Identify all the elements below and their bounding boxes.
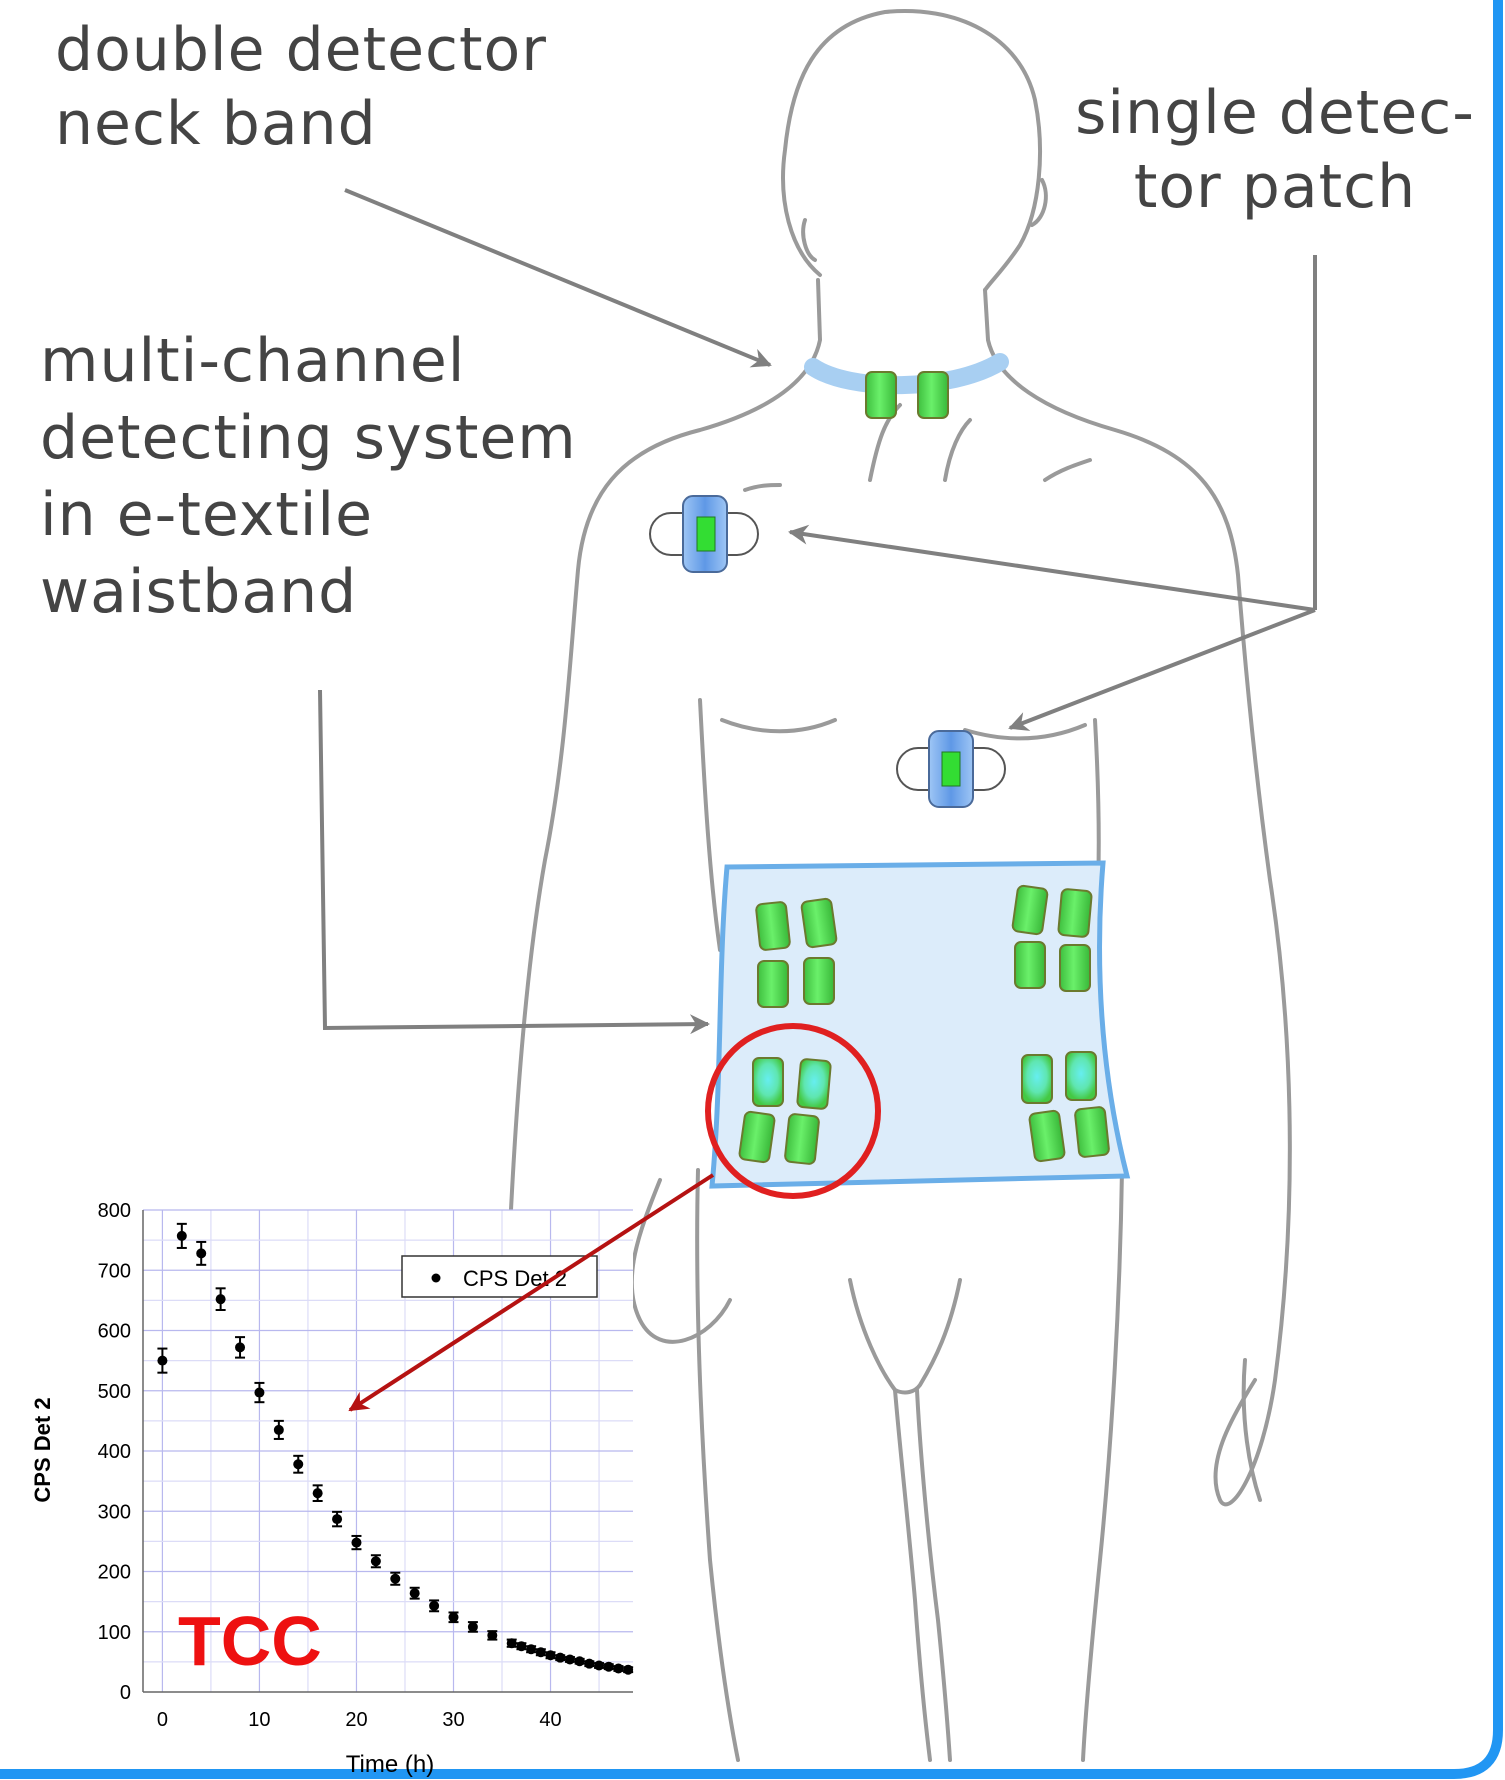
data-point bbox=[604, 1662, 614, 1672]
data-point bbox=[613, 1664, 623, 1674]
y-tick-label: 200 bbox=[98, 1562, 131, 1584]
data-point bbox=[332, 1514, 342, 1524]
data-point bbox=[254, 1388, 264, 1398]
waistband-label-line: waistband bbox=[40, 554, 577, 631]
x-tick-labels: 0 10 20 30 40 bbox=[157, 1709, 562, 1731]
data-point bbox=[177, 1231, 187, 1241]
patch-label: single detec- tor patch bbox=[1055, 76, 1495, 224]
patch-detector-icon bbox=[897, 731, 1005, 807]
waistband-label-line: multi-channel bbox=[40, 323, 577, 400]
waistband-label: multi-channel detecting system in e-text… bbox=[40, 323, 577, 631]
x-tick-label: 40 bbox=[539, 1709, 561, 1731]
data-point bbox=[575, 1656, 585, 1666]
waistband-arrow bbox=[320, 690, 708, 1028]
y-tick-label: 600 bbox=[98, 1321, 131, 1343]
neck-band-label-line: double detector bbox=[55, 13, 547, 87]
data-point bbox=[555, 1653, 565, 1663]
x-tick-label: 30 bbox=[442, 1709, 464, 1731]
data-point bbox=[410, 1588, 420, 1598]
data-point bbox=[448, 1612, 458, 1622]
x-tick-label: 0 bbox=[157, 1709, 168, 1731]
waistband-label-line: detecting system bbox=[40, 400, 577, 477]
y-tick-label: 700 bbox=[98, 1260, 131, 1282]
y-tick-label: 500 bbox=[98, 1381, 131, 1403]
x-tick-label: 10 bbox=[248, 1709, 270, 1731]
x-tick-label: 20 bbox=[345, 1709, 367, 1731]
data-point bbox=[546, 1650, 556, 1660]
data-point bbox=[274, 1425, 284, 1435]
y-tick-label: 100 bbox=[98, 1622, 131, 1644]
data-point bbox=[565, 1654, 575, 1664]
y-axis-label: CPS Det 2 bbox=[30, 1397, 55, 1502]
data-point bbox=[507, 1638, 517, 1648]
data-point bbox=[429, 1601, 439, 1611]
patch-label-line: tor patch bbox=[1055, 150, 1495, 224]
patch-label-line: single detec- bbox=[1055, 76, 1495, 150]
data-point bbox=[351, 1538, 361, 1548]
legend-marker bbox=[432, 1274, 441, 1283]
data-point bbox=[371, 1556, 381, 1566]
neck-band-label: double detector neck band bbox=[55, 13, 547, 161]
data-point bbox=[623, 1665, 633, 1675]
data-point bbox=[216, 1294, 226, 1304]
y-tick-label: 400 bbox=[98, 1441, 131, 1463]
y-tick-label: 0 bbox=[120, 1682, 131, 1704]
data-point bbox=[313, 1488, 323, 1498]
data-point bbox=[516, 1641, 526, 1651]
data-point bbox=[584, 1659, 594, 1669]
data-point bbox=[196, 1248, 206, 1258]
y-tick-label: 800 bbox=[98, 1200, 131, 1222]
tcc-logo: TCC bbox=[178, 1602, 322, 1680]
data-point bbox=[526, 1644, 536, 1654]
data-point bbox=[390, 1574, 400, 1584]
data-point bbox=[235, 1342, 245, 1352]
data-point bbox=[536, 1647, 546, 1657]
patch-arrow-lower bbox=[1010, 610, 1315, 728]
neck-band-label-line: neck band bbox=[55, 87, 547, 161]
waistband-label-line: in e-textile bbox=[40, 477, 577, 554]
legend: CPS Det 2 bbox=[402, 1256, 597, 1297]
data-point bbox=[594, 1660, 604, 1670]
x-axis-label: Time (h) bbox=[346, 1751, 434, 1778]
y-tick-labels: 0 100 200 300 400 500 600 700 800 bbox=[98, 1200, 131, 1704]
data-point bbox=[487, 1630, 497, 1640]
neck-band bbox=[813, 362, 1000, 385]
data-point bbox=[293, 1459, 303, 1469]
y-tick-label: 300 bbox=[98, 1501, 131, 1523]
patch-detector-icon bbox=[650, 496, 758, 572]
data-point bbox=[468, 1622, 478, 1632]
data-point bbox=[157, 1356, 167, 1366]
